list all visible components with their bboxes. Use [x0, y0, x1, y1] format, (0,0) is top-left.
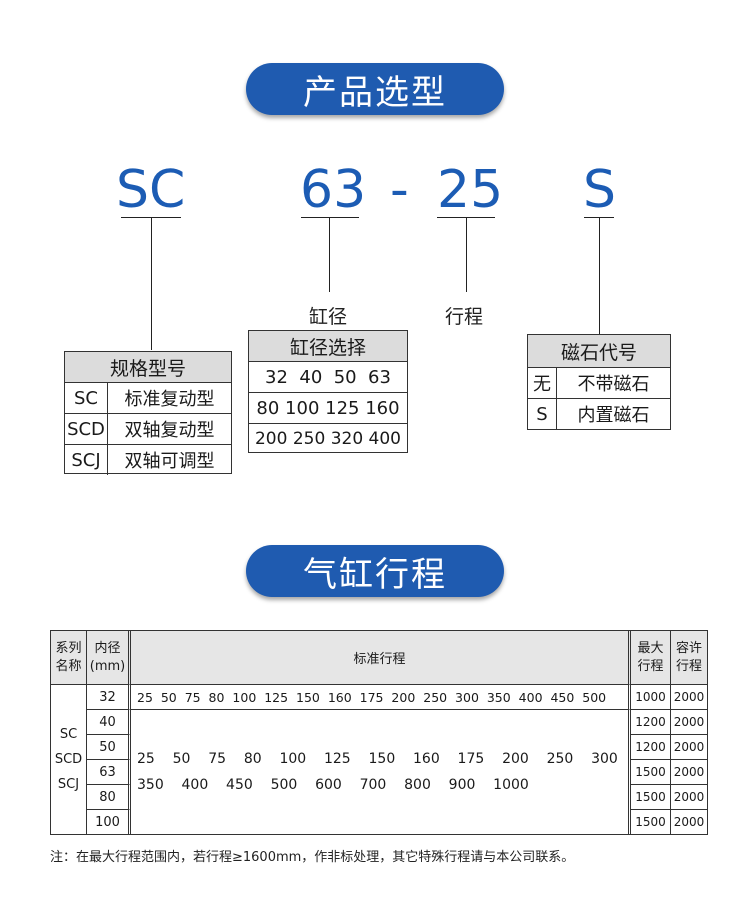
bore-box: 缸径选择 32 40 50 63 80 100 125 160 200 250 … [248, 330, 408, 453]
max-cell: 1200 [631, 710, 671, 735]
bore-options: 200 250 320 400 [254, 429, 401, 449]
header-allow-stroke: 容许 行程 [671, 631, 707, 685]
spec-box-header: 规格型号 [65, 352, 231, 382]
bore-box-header: 缸径选择 [249, 331, 407, 361]
bore-row: 32 40 50 63 [249, 361, 407, 392]
bore-row: 200 250 320 400 [249, 423, 407, 454]
stroke-label: 行程 [445, 306, 484, 328]
header-series: 系列 名称 [51, 631, 87, 685]
bore-label: 缸径 [309, 306, 348, 328]
stroke-line: 350 400 450 500 600 700 800 900 1000 [137, 777, 529, 793]
spec-desc: 双轴可调型 [124, 451, 215, 472]
series-names-cell: SC SCD SCJ [51, 685, 87, 834]
bore-cell: 100 [87, 810, 131, 834]
spec-row: SCJ 双轴可调型 [65, 444, 231, 475]
code-magnet: S [583, 160, 617, 220]
stroke-table: 系列 名称 内径 (mm) 标准行程 最大 行程 容许 行程 SC SCD SC… [50, 630, 708, 835]
header-standard-stroke: 标准行程 [131, 631, 631, 685]
bore-connector [329, 217, 330, 292]
spec-desc: 双轴复动型 [124, 420, 215, 441]
spec-row: SCD 双轴复动型 [65, 413, 231, 444]
stroke-row-others: 25 50 75 80 100 125 150 160 175 200 250 … [131, 710, 631, 834]
stroke-line: 25 50 75 80 100 125 150 160 175 200 250 … [137, 751, 618, 767]
bore-cell: 32 [87, 685, 131, 710]
bore-options: 32 40 50 63 [265, 366, 391, 388]
code-dash: - [390, 160, 409, 220]
spec-box: 规格型号 SC 标准复动型 SCD 双轴复动型 SCJ 双轴可调型 [64, 351, 232, 475]
max-cell: 1500 [631, 760, 671, 785]
series-name: SCJ [57, 777, 80, 792]
series-name: SC [59, 727, 78, 742]
bore-cell: 40 [87, 710, 131, 735]
max-cell: 1000 [631, 685, 671, 710]
max-cell: 1500 [631, 810, 671, 834]
magnet-connector [599, 217, 600, 334]
max-cell: 1200 [631, 735, 671, 760]
spec-code: SCJ [65, 445, 108, 475]
allow-cell: 2000 [673, 815, 705, 829]
footnote: 注：在最大行程范围内，若行程≥1600mm，作非标处理，其它特殊行程请与本公司联… [50, 850, 575, 865]
allow-cell: 2000 [671, 735, 707, 760]
magnet-row: 无 不带磁石 [528, 367, 670, 398]
code-stroke: 25 [437, 160, 504, 220]
spec-code: SC [65, 383, 108, 413]
magnet-code: S [528, 399, 557, 429]
spec-desc: 标准复动型 [124, 389, 215, 410]
spec-code: SCD [65, 414, 108, 444]
code-bore: 63 [300, 160, 367, 220]
series-name: SCD [54, 752, 83, 767]
allow-cell: 2000 [671, 785, 707, 810]
bore-cell: 63 [87, 760, 131, 785]
bore-options: 80 100 125 160 [256, 397, 400, 419]
magnet-desc: 不带磁石 [577, 374, 650, 395]
allow-cell: 2000 [671, 760, 707, 785]
allow-cell: 2000 [671, 710, 707, 735]
magnet-code: 无 [528, 368, 557, 398]
code-series: SC [116, 160, 186, 220]
magnet-box: 磁石代号 无 不带磁石 S 内置磁石 [527, 334, 671, 430]
bore-underline [301, 217, 359, 218]
header-bore: 内径 (mm) [87, 631, 131, 685]
magnet-row: S 内置磁石 [528, 398, 670, 429]
magnet-box-header: 磁石代号 [528, 335, 670, 367]
bore-cell: 50 [87, 735, 131, 760]
section-title-model-selection: 产品选型 [246, 63, 504, 115]
stroke-connector [466, 217, 467, 292]
section-title-cylinder-stroke: 气缸行程 [246, 545, 504, 597]
bore-cell: 80 [87, 785, 131, 810]
header-max-stroke: 最大 行程 [631, 631, 671, 685]
allow-cell: 2000 [671, 685, 707, 710]
max-cell: 1500 [631, 785, 671, 810]
bore-row: 80 100 125 160 [249, 392, 407, 423]
magnet-desc: 内置磁石 [577, 405, 650, 426]
spec-row: SC 标准复动型 [65, 382, 231, 413]
stroke-row-32: 25 50 75 80 100 125 150 160 175 200 250 … [131, 685, 631, 710]
series-connector [151, 217, 152, 350]
